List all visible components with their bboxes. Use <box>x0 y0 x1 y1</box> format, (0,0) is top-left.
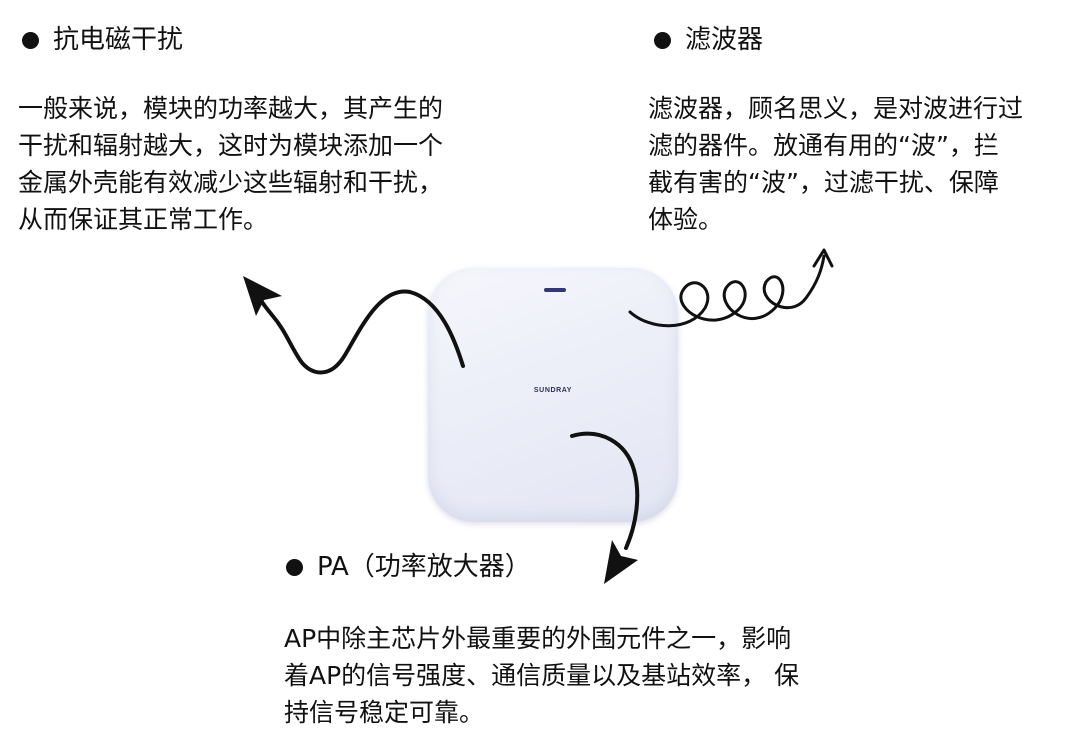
arrowhead-icon <box>604 540 638 584</box>
arrowhead-icon <box>812 248 834 268</box>
arrowhead-icon <box>243 276 282 316</box>
filter-line: 体验。 <box>648 205 724 234</box>
pa-title-text: PA（功率放大器） <box>317 552 531 582</box>
emi-line: 从而保证其正常工作。 <box>18 205 269 234</box>
wavy-arrow-emi <box>243 276 465 375</box>
pa-section-title: PA（功率放大器） <box>286 551 531 583</box>
emi-title-text: 抗电磁干扰 <box>53 25 184 55</box>
bullet-icon <box>286 558 303 576</box>
pa-line: AP中除主芯片外最重要的外围元件之一，影响 <box>284 624 792 653</box>
filter-description: 滤波器，顾名思义，是对波进行过 滤的器件。放通有用的“波”，拦 截有害的“波”，… <box>648 90 1023 238</box>
bullet-icon <box>22 31 39 49</box>
emi-description: 一般来说，模块的功率越大，其产生的 干扰和辐射越大，这时为模块添加一个 金属外壳… <box>18 90 443 238</box>
filter-line: 滤的器件。放通有用的“波”，拦 <box>648 131 999 160</box>
emi-line: 一般来说，模块的功率越大，其产生的 <box>18 94 444 123</box>
emi-section-title: 抗电磁干扰 <box>22 24 183 56</box>
device-brand-label: SUNDRAY <box>533 387 573 394</box>
status-led <box>544 288 566 292</box>
filter-line: 滤波器，顾名思义，是对波进行过 <box>648 94 1024 123</box>
bullet-icon <box>654 31 671 49</box>
pa-line: 持信号稳定可靠。 <box>284 698 485 727</box>
emi-line: 干扰和辐射越大，这时为模块添加一个 <box>18 131 444 160</box>
filter-line: 截有害的“波”，过滤干扰、保障 <box>648 168 999 197</box>
emi-line: 金属外壳能有效减少这些辐射和干扰， <box>18 168 444 197</box>
filter-section-title: 滤波器 <box>654 24 763 56</box>
pa-description: AP中除主芯片外最重要的外围元件之一，影响 着AP的信号强度、通信质量以及基站效… <box>284 620 799 731</box>
filter-title-text: 滤波器 <box>685 25 764 55</box>
looping-arrow-filter <box>628 248 834 328</box>
curved-arrow-pa <box>570 431 640 584</box>
pa-line: 着AP的信号强度、通信质量以及基站效率， 保 <box>284 661 800 690</box>
